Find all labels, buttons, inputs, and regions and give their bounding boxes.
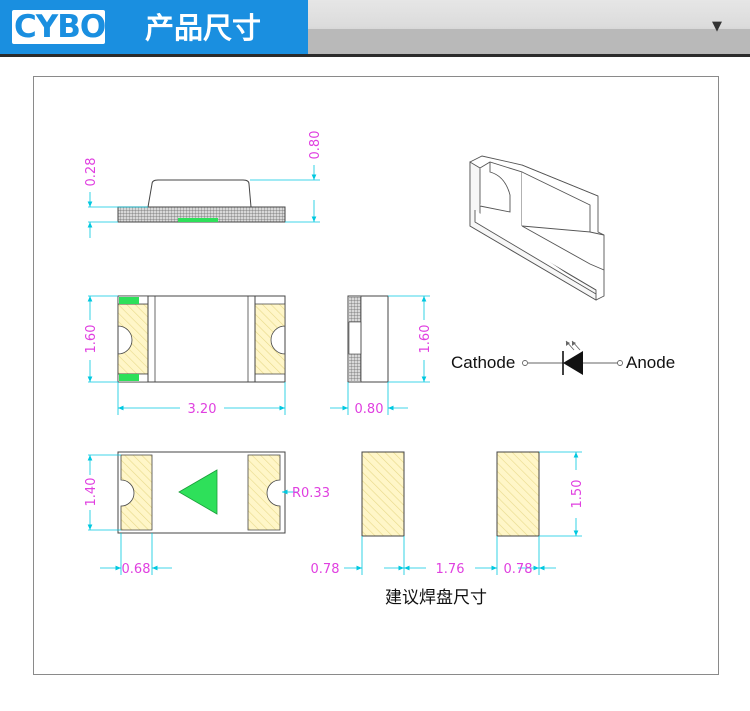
end-view bbox=[330, 295, 430, 415]
dim-width: 1.60 bbox=[84, 325, 99, 354]
land-pattern bbox=[344, 451, 582, 575]
anode-label: Anode bbox=[626, 353, 676, 372]
dim-land-gap: 1.76 bbox=[436, 562, 465, 577]
isometric-view bbox=[469, 155, 605, 301]
logo-letters: YBO bbox=[35, 9, 106, 45]
page-title: 产品尺寸 bbox=[145, 11, 262, 45]
logo bbox=[12, 10, 105, 44]
dim-side-width: 1.60 bbox=[418, 325, 433, 354]
dim-land-height: 1.50 bbox=[570, 480, 585, 509]
dim-length: 3.20 bbox=[188, 402, 217, 417]
dim-thickness: 0.80 bbox=[355, 402, 384, 417]
title-bar-underline bbox=[0, 54, 750, 57]
side-view bbox=[87, 165, 320, 238]
dim-pad-radius: R0.33 bbox=[292, 486, 330, 501]
led-symbol bbox=[522, 340, 623, 375]
land-pattern-caption: 建议焊盘尺寸 bbox=[385, 588, 487, 608]
dim-pad-height: 1.40 bbox=[84, 478, 99, 507]
title-bar-stripe bbox=[308, 29, 750, 53]
top-view bbox=[87, 295, 286, 415]
dim-lens-height: 0.28 bbox=[84, 158, 99, 187]
dim-land-right: 0.78 bbox=[504, 562, 533, 577]
dim-pad-width: 0.68 bbox=[122, 562, 151, 577]
cathode-label: Cathode bbox=[451, 353, 516, 372]
drawing-frame bbox=[33, 76, 719, 675]
dim-land-left: 0.78 bbox=[311, 562, 340, 577]
logo-text: CYBO bbox=[14, 9, 106, 45]
top-banner: CYBO 产品尺寸 ▼ bbox=[0, 0, 750, 57]
caret-down-icon[interactable]: ▼ bbox=[712, 19, 722, 34]
bottom-view bbox=[87, 451, 298, 575]
dim-total-height: 0.80 bbox=[308, 131, 323, 160]
logo-mark: C bbox=[14, 9, 37, 45]
